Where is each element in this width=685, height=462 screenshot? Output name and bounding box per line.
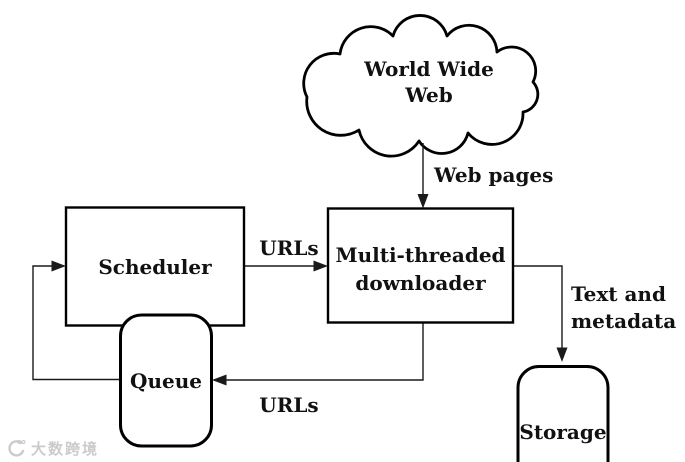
- arrowhead-scheduler-to-downloader: [313, 260, 328, 272]
- arrowhead-cloud-to-downloader: [417, 194, 429, 209]
- arrowhead-downloader-to-queue: [212, 374, 227, 386]
- queue-label: Queue: [130, 369, 202, 393]
- text-metadata-label-line2: metadata: [571, 309, 676, 333]
- watermark-logo-icon: [8, 439, 26, 457]
- watermark-text: 大数跨境: [31, 440, 100, 458]
- cloud-label-line2: Web: [404, 83, 453, 107]
- scheduler-box: [64, 206, 246, 327]
- watermark: 大数跨境: [7, 438, 99, 459]
- arrowhead-downloader-to-storage: [556, 347, 568, 362]
- cloud-label-line1: World Wide: [363, 57, 494, 81]
- urls-bottom-label: URLs: [259, 393, 318, 417]
- scheduler-label: Scheduler: [98, 255, 212, 279]
- queue-box: [119, 313, 213, 448]
- edge-downloader-to-storage: [513, 265, 563, 348]
- web-pages-label: Web pages: [433, 163, 553, 187]
- downloader-label-line2: downloader: [355, 271, 486, 295]
- www-cloud-shape: [302, 14, 540, 158]
- storage-box: [516, 365, 610, 462]
- edge-downloader-to-queue: [226, 322, 424, 381]
- arrowhead-queue-to-scheduler: [51, 260, 66, 272]
- storage-label: Storage: [519, 420, 606, 444]
- urls-top-label: URLs: [259, 236, 318, 260]
- edge-queue-to-scheduler: [32, 265, 120, 381]
- downloader-label-line1: Multi-threaded: [335, 243, 505, 267]
- downloader-box: [326, 207, 515, 324]
- text-metadata-label-line1: Text and: [571, 282, 666, 306]
